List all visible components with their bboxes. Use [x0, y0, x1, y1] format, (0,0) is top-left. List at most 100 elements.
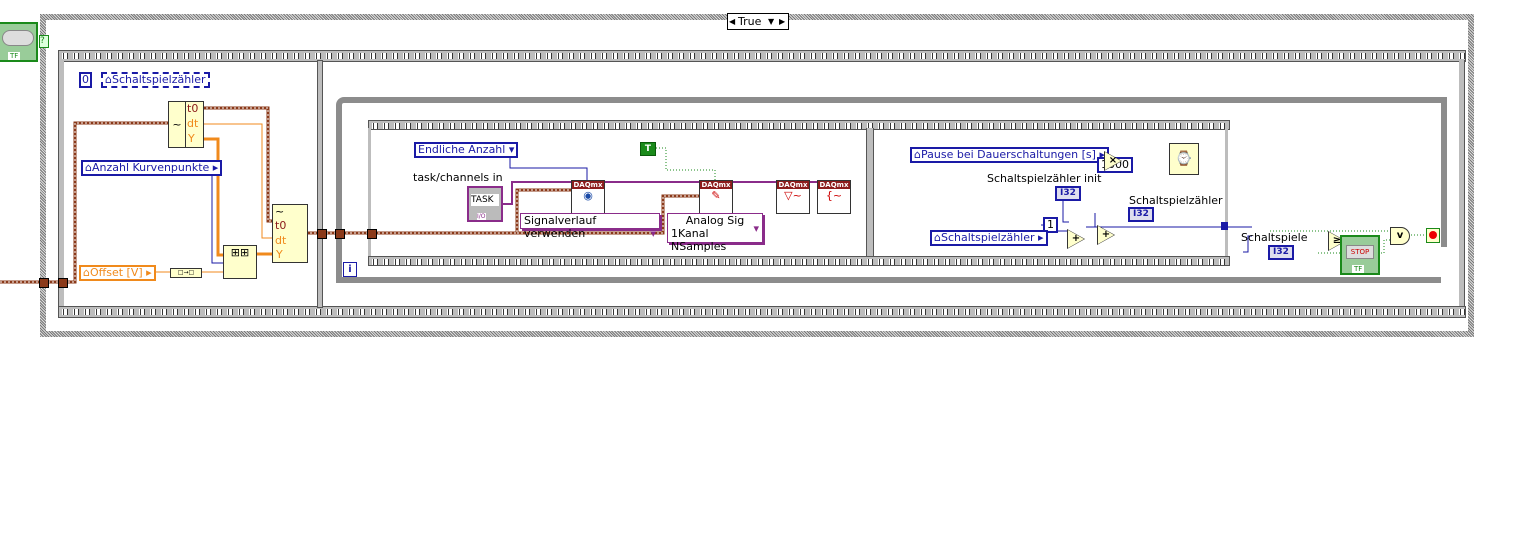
build-waveform[interactable]: ~ t0 dt Y	[272, 204, 308, 263]
wait-ms-icon[interactable]: ⌚	[1169, 143, 1199, 175]
tunnel	[1221, 222, 1228, 230]
case-selector[interactable]: ◀ True ▼ ▶	[727, 13, 789, 30]
local-variable-schaltspielzaehler[interactable]: ⌂Schaltspielzähler	[101, 72, 210, 88]
house-icon: ⌂	[934, 231, 941, 244]
led-icon	[2, 30, 34, 46]
task-text: TASK	[471, 194, 499, 206]
write-selector-line1: Analog Sig	[685, 214, 745, 227]
add-node-1[interactable]: +	[1067, 229, 1085, 249]
timing-polymorphic-selector[interactable]: Signalverlauf verwenden▾	[520, 213, 660, 240]
house-icon: ⌂	[105, 73, 112, 86]
while-loop-right	[1441, 97, 1447, 247]
waveform-in-terminal: ~	[275, 205, 285, 218]
stop-button[interactable]: STOP TF	[1340, 235, 1380, 275]
sequence-filmstrip-top	[58, 50, 1466, 62]
task-channels-control[interactable]: TASK I/O	[467, 186, 503, 222]
anzahl-kurvenpunkte-control[interactable]: ⌂Anzahl Kurvenpunkte ▸	[81, 160, 223, 176]
inner-sequence-bottom	[368, 256, 1230, 266]
sequence-filmstrip-bottom	[58, 306, 1466, 318]
house-icon: ⌂	[83, 266, 90, 279]
daqmx-header: DAQmx	[777, 181, 809, 189]
pause-control[interactable]: ⌂Pause bei Dauerschaltungen [s] ▸	[910, 147, 1109, 163]
initialize-array-icon[interactable]: ⊞⊞	[223, 245, 257, 279]
eraser-icon: {~	[825, 189, 843, 202]
anzahl-label: Anzahl Kurvenpunkte	[91, 161, 210, 174]
io-tag: I/O	[477, 213, 486, 220]
multiply-symbol: ×	[1108, 155, 1118, 166]
selector-terminal: ?	[39, 35, 49, 48]
tunnel	[39, 278, 49, 288]
increment-arrow-icon[interactable]: ▶	[779, 17, 786, 26]
y-terminal: Y	[188, 132, 195, 145]
daqmx-start-vi[interactable]: DAQmx▽~	[776, 180, 810, 214]
task-channels-label: task/channels in	[413, 171, 503, 184]
or-node[interactable]: v	[1390, 227, 1410, 245]
timing-selector-value: Signalverlauf verwenden	[524, 214, 597, 240]
daqmx-write-vi[interactable]: DAQmx✎	[699, 180, 733, 214]
offset-label: Offset [V]	[89, 266, 143, 279]
case-structure-right	[1468, 14, 1474, 337]
compare-symbol: ≥	[1332, 235, 1342, 246]
sequence-left-edge	[58, 60, 64, 306]
y-terminal: Y	[276, 248, 283, 261]
inner-sequence-divider	[866, 128, 874, 256]
multiply-node[interactable]: ×	[1104, 151, 1122, 171]
schaltspielzaehler-control[interactable]: ⌂Schaltspielzähler ▸	[930, 230, 1048, 246]
write-pencil-icon: ✎	[711, 189, 721, 202]
constant-1[interactable]: 1	[1043, 217, 1058, 233]
sequence-frame-divider	[317, 60, 323, 308]
start-icon: ▽~	[784, 189, 802, 202]
add-node-2[interactable]: +	[1097, 225, 1115, 245]
local-variable-label: Schaltspielzähler	[111, 73, 206, 86]
sequence-right-edge	[1459, 60, 1465, 306]
plus-symbol: +	[1101, 229, 1111, 240]
loop-condition-terminal[interactable]	[1426, 228, 1440, 243]
init-label: Schaltspielzähler init	[987, 172, 1102, 185]
zero-constant[interactable]: 0	[79, 72, 92, 88]
case-selector-value: True	[738, 15, 762, 28]
schaltspiele-label: Schaltspiele	[1241, 231, 1308, 244]
t0-terminal: t0	[275, 219, 287, 232]
pause-label: Pause bei Dauerschaltungen [s]	[920, 148, 1096, 161]
tunnel	[58, 278, 68, 288]
counter-control-label: Schaltspielzähler	[940, 231, 1035, 244]
write-selector-line2: 1Kanal NSamples	[671, 227, 727, 253]
inner-sequence-left	[368, 128, 371, 256]
daqmx-header: DAQmx	[818, 181, 850, 189]
true-constant[interactable]: T	[640, 142, 656, 156]
to-double-conversion-icon[interactable]: □→□	[170, 268, 202, 278]
daqmx-clear-vi[interactable]: DAQmx{~	[817, 180, 851, 214]
sample-mode-value: Endliche Anzahl	[418, 143, 506, 156]
stop-tag: TF	[1352, 265, 1365, 273]
tunnel	[317, 229, 327, 239]
inner-sequence-top	[368, 120, 1230, 130]
boolean-control[interactable]: TF	[0, 22, 38, 62]
stop-label: STOP	[1346, 245, 1374, 259]
dropdown-arrow-icon[interactable]: ▼	[768, 17, 775, 26]
counter-indicator-label: Schaltspielzähler	[1129, 194, 1223, 207]
decrement-arrow-icon[interactable]: ◀	[729, 17, 736, 26]
write-polymorphic-selector[interactable]: Analog Sig 1Kanal NSamples ▾	[667, 213, 763, 253]
tunnel	[367, 229, 377, 239]
waveform-icon: ~	[169, 102, 186, 147]
house-icon: ⌂	[914, 148, 921, 161]
stop-sign-icon	[1429, 231, 1437, 239]
daqmx-header: DAQmx	[700, 181, 732, 189]
house-icon: ⌂	[85, 161, 92, 174]
get-waveform-components[interactable]: ~ t0 dt Y	[168, 101, 204, 148]
tunnel	[335, 229, 345, 239]
init-control-i32[interactable]: I32	[1055, 186, 1081, 201]
inner-sequence-right	[1225, 128, 1228, 256]
counter-indicator-i32[interactable]: I32	[1128, 207, 1154, 222]
case-structure-left	[40, 14, 46, 337]
daqmx-timing-vi[interactable]: DAQmx◉	[571, 180, 605, 214]
sample-mode-enum[interactable]: Endliche Anzahl ▾	[414, 142, 519, 158]
dt-terminal: dt	[275, 234, 287, 247]
schaltspiele-control-i32[interactable]: I32	[1268, 245, 1294, 260]
case-structure-bottom	[40, 331, 1474, 337]
iteration-terminal: i	[343, 262, 357, 277]
while-loop	[336, 97, 1441, 283]
daqmx-header: DAQmx	[572, 181, 604, 189]
offset-control[interactable]: ⌂Offset [V] ▸	[79, 265, 156, 281]
clock-icon: ◉	[583, 189, 593, 202]
